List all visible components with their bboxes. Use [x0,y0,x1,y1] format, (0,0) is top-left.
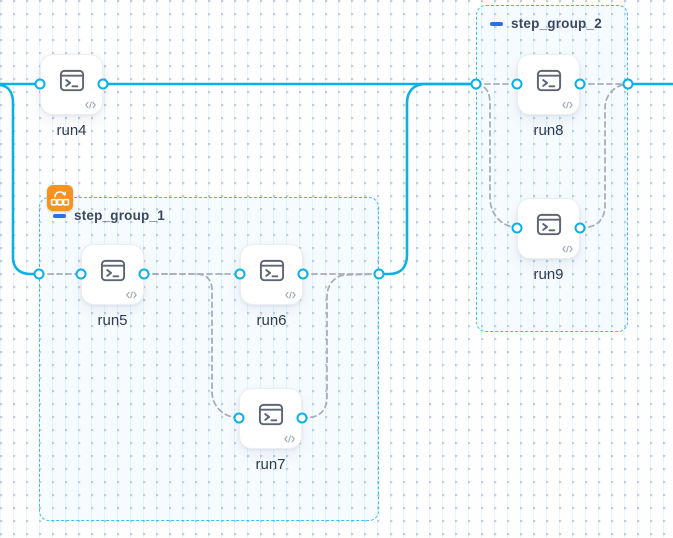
code-icon [85,101,96,109]
port-group1-right[interactable] [373,268,385,280]
group-header: step_group_2 [490,16,602,31]
port-run8-out[interactable] [574,78,586,90]
node-card[interactable] [517,54,580,115]
port-run6-in[interactable] [234,268,246,280]
loop-matrix-icon [50,191,70,206]
node-label: run8 [533,122,564,139]
group-label: step_group_1 [74,208,165,223]
port-run7-in[interactable] [233,412,245,424]
port-run5-out[interactable] [138,268,150,280]
port-group1-left[interactable] [33,268,45,280]
loop-matrix-badge[interactable] [47,185,73,211]
collapse-minus-icon[interactable] [490,21,503,26]
node-card[interactable] [239,388,302,449]
node-card[interactable] [240,244,303,305]
port-run9-in[interactable] [511,222,523,234]
port-group2-left[interactable] [470,78,482,90]
code-icon [562,245,573,253]
node-label: run6 [256,312,287,329]
group-header: step_group_1 [53,208,165,223]
port-run5-in[interactable] [75,268,87,280]
code-icon [285,291,296,299]
node-card[interactable] [40,54,103,115]
port-run4-out[interactable] [97,78,109,90]
terminal-icon [259,259,284,282]
terminal-icon [536,69,561,92]
port-run4-in[interactable] [34,78,46,90]
port-run9-out[interactable] [574,222,586,234]
edge-left-to-group1 [0,83,41,276]
node-card[interactable] [81,244,144,305]
port-run7-out[interactable] [296,412,308,424]
terminal-icon [536,213,561,236]
terminal-icon [100,259,125,282]
node-label: run4 [56,122,87,139]
edge-group1-to-group2 [377,82,478,276]
code-icon [562,101,573,109]
code-icon [126,291,137,299]
node-label: run9 [533,266,564,283]
collapse-minus-icon[interactable] [53,213,66,218]
node-label: run5 [97,312,128,329]
node-card[interactable] [517,198,580,259]
code-icon [284,435,295,443]
port-group2-right[interactable] [622,78,634,90]
port-run8-in[interactable] [511,78,523,90]
terminal-icon [59,69,84,92]
terminal-icon [258,403,283,426]
node-label: run7 [255,456,286,473]
group-label: step_group_2 [511,16,602,31]
port-run6-out[interactable] [297,268,309,280]
